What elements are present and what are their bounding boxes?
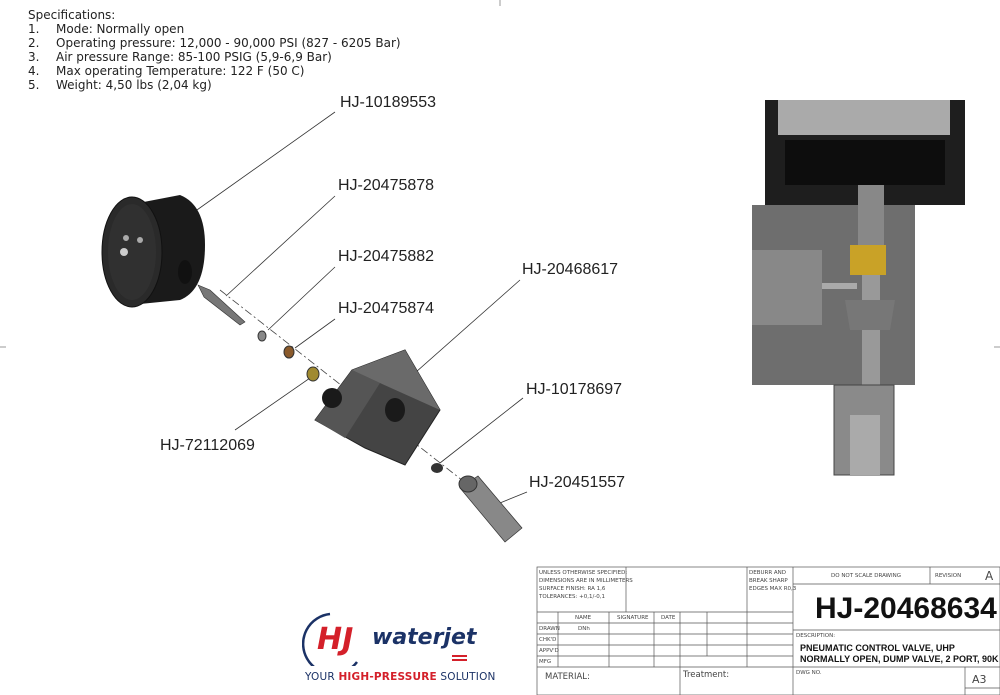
part-needle: [197, 284, 246, 326]
drawn-name: DNh: [578, 626, 590, 632]
part-label: HJ-72112069: [160, 437, 255, 454]
note-line: EDGES MAX R0,3: [749, 586, 797, 592]
spec-item: 2. Operating pressure: 12,000 - 90,000 PS…: [28, 36, 401, 50]
note-line: DEBURR AND: [749, 570, 787, 576]
spec-text: Air pressure Range: 85-100 PSIG (5,9-6,9…: [56, 50, 332, 64]
title-block-grid: [536, 566, 1000, 695]
note-line: SURFACE FINISH: RA 1,6: [539, 586, 606, 592]
tagline-text: YOUR: [305, 671, 339, 683]
part-label: HJ-10178697: [526, 381, 623, 398]
part-label: HJ-20451557: [529, 474, 626, 491]
spec-item: 5. Weight: 4,50 lbs (2,04 kg): [28, 78, 401, 92]
mfg-label: MFG: [539, 659, 552, 665]
spec-item: 1. Mode: Normally open: [28, 22, 401, 36]
checked-label: CHK'D: [539, 637, 557, 643]
spec-item: 4. Max operating Temperature: 122 F (50 C…: [28, 64, 401, 78]
part-body: [314, 349, 441, 466]
note-line: UNLESS OTHERWISE SPECIFIED:: [539, 570, 628, 576]
tagline-emphasis: HIGH-PRESSURE: [338, 671, 437, 683]
part-gland: [306, 366, 320, 382]
description-line: PNEUMATIC CONTROL VALVE, UHP: [800, 643, 955, 653]
specifications-title: Specifications:: [28, 8, 116, 22]
do-not-scale: DO NOT SCALE DRAWING: [831, 573, 901, 579]
part-seal: [283, 345, 295, 359]
part-label: HJ-20475878: [338, 177, 435, 194]
part-fitting-small: [431, 463, 443, 473]
sheet-size: A3: [972, 673, 987, 686]
drawn-label: DRAWN: [539, 626, 560, 632]
spec-item: 3. Air pressure Range: 85-100 PSIG (5,9-6…: [28, 50, 401, 64]
logo-tagline: YOUR HIGH-PRESSURE SOLUTION: [305, 671, 496, 684]
dwg-no-label: DWG NO.: [796, 670, 822, 676]
revision-value: A: [985, 569, 994, 583]
description: PNEUMATIC CONTROL VALVE, UHP NORMALLY OP…: [800, 643, 999, 665]
part-washer: [257, 330, 267, 342]
general-notes: UNLESS OTHERWISE SPECIFIED: DIMENSIONS A…: [539, 569, 633, 601]
part-cap: [101, 195, 205, 308]
spec-number: 4.: [28, 64, 40, 78]
part-label: HJ-20475882: [338, 248, 435, 265]
spec-number: 3.: [28, 50, 40, 64]
note-line: DIMENSIONS ARE IN MILLIMETERS: [539, 578, 633, 584]
part-label: HJ-20468617: [522, 261, 619, 278]
logo-brand: waterjet: [372, 625, 478, 650]
col-signature: SIGNATURE: [617, 615, 649, 621]
hj-waterjet-logo: HJ waterjet: [302, 612, 478, 666]
part-label: HJ-20475874: [338, 300, 435, 317]
col-name: NAME: [575, 615, 592, 621]
note-line: BREAK SHARP: [749, 578, 788, 584]
spec-number: 5.: [28, 78, 40, 92]
part-adapter: [458, 475, 523, 543]
material-label: MATERIAL:: [545, 672, 590, 682]
treatment-label: Treatment:: [683, 670, 730, 680]
approved-label: APPV'D: [539, 648, 559, 654]
section-view: [752, 100, 965, 476]
note-line: TOLERANCES: +0,1/-0,1: [539, 594, 606, 600]
spec-number: 1.: [28, 22, 40, 36]
specifications: Specifications: 1. Mode: Normally open 2.…: [28, 8, 401, 92]
part-number: HJ-20468634: [815, 592, 997, 625]
part-label: HJ-10189553: [340, 94, 437, 111]
tagline-text: SOLUTION: [436, 671, 496, 683]
spec-number: 2.: [28, 36, 40, 50]
description-label: DESCRIPTION:: [796, 633, 836, 639]
deburr-note: DEBURR AND BREAK SHARP EDGES MAX R0,3: [749, 569, 796, 593]
col-date: DATE: [661, 615, 676, 621]
description-line: NORMALLY OPEN, DUMP VALVE, 2 PORT, 90K: [800, 654, 999, 664]
spec-text: Mode: Normally open: [56, 22, 185, 36]
spec-text: Max operating Temperature: 122 F (50 C): [56, 64, 305, 78]
spec-text: Weight: 4,50 lbs (2,04 kg): [56, 78, 212, 92]
logo-mark: HJ: [317, 622, 353, 657]
spec-text: Operating pressure: 12,000 - 90,000 PSI …: [56, 36, 401, 50]
revision-label: REVISION: [935, 573, 962, 579]
